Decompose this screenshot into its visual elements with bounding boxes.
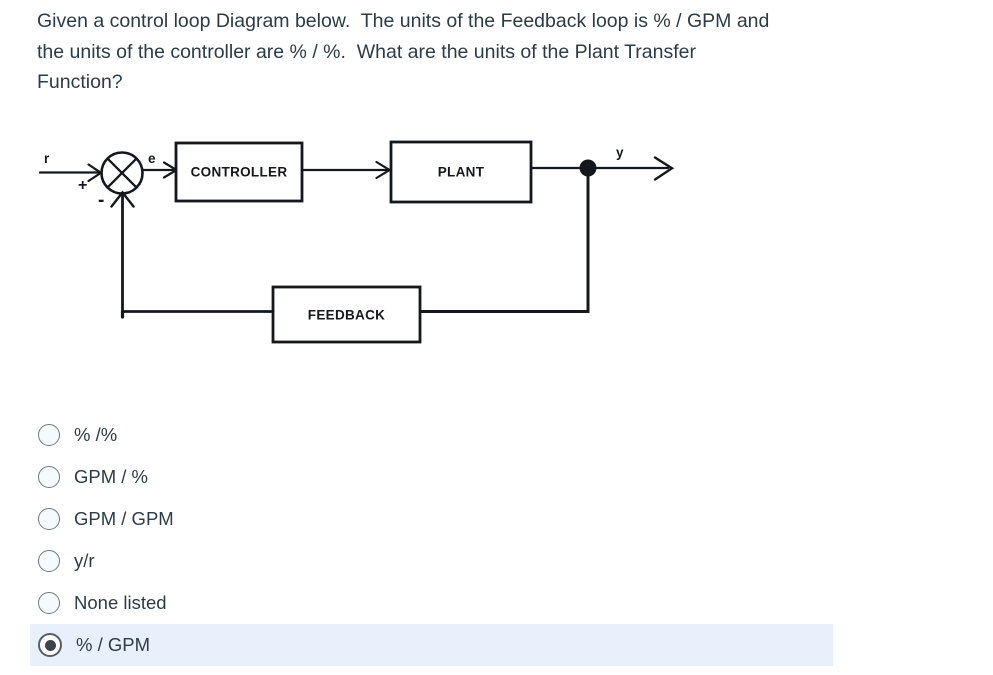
- answer-option-2[interactable]: GPM / %: [30, 456, 833, 498]
- feedback-arrowhead: [110, 190, 135, 208]
- radio-button[interactable]: [38, 424, 60, 446]
- radio-button[interactable]: [38, 466, 60, 488]
- option-label: % /%: [74, 424, 118, 445]
- option-label: GPM / GPM: [74, 508, 174, 529]
- plant-block-label: PLANT: [438, 165, 485, 180]
- signal-label-r: r: [44, 151, 50, 166]
- controller-plant-arrowhead: [375, 160, 392, 180]
- option-label: None listed: [74, 592, 167, 613]
- feedback-line-left: [121, 193, 275, 313]
- takeoff-point-dot: [579, 159, 597, 177]
- radio-button[interactable]: [38, 633, 62, 657]
- signal-label-y: y: [616, 145, 624, 160]
- answer-option-6[interactable]: % / GPM: [30, 624, 833, 666]
- controller-block: [174, 141, 304, 203]
- plant-block: [389, 140, 533, 204]
- controller-block-label: CONTROLLER: [191, 165, 288, 180]
- answer-options: % /% GPM / % GPM / GPM y/r None listed %…: [30, 414, 833, 666]
- answer-option-1[interactable]: % /%: [30, 414, 833, 456]
- feedback-block: [271, 285, 422, 344]
- minus-sign: -: [98, 190, 104, 211]
- feedback-line-right: [418, 174, 590, 313]
- option-label: y/r: [74, 550, 95, 571]
- control-loop-diagram: r + e - y CONTROLLER PLANT FEEDBACK: [38, 140, 675, 344]
- question-text: Given a control loop Diagram below. The …: [37, 6, 769, 98]
- feedback-block-label: FEEDBACK: [308, 308, 385, 323]
- output-arrowhead: [653, 156, 675, 181]
- answer-option-5[interactable]: None listed: [30, 582, 833, 624]
- radio-button[interactable]: [38, 508, 60, 530]
- signal-label-e: e: [148, 151, 156, 166]
- question-line-1: Given a control loop Diagram below. The …: [37, 10, 770, 32]
- radio-button[interactable]: [38, 592, 60, 614]
- question-line-3: Function?: [37, 71, 123, 94]
- option-label: % / GPM: [76, 634, 151, 655]
- answer-option-3[interactable]: GPM / GPM: [30, 498, 833, 540]
- junction-x-line: [106, 157, 138, 189]
- radio-button[interactable]: [38, 550, 60, 572]
- question-line-2: the units of the controller are % / %. W…: [37, 40, 697, 63]
- answer-option-4[interactable]: y/r: [30, 540, 833, 582]
- plus-sign: +: [78, 177, 87, 194]
- option-label: GPM / %: [74, 466, 149, 487]
